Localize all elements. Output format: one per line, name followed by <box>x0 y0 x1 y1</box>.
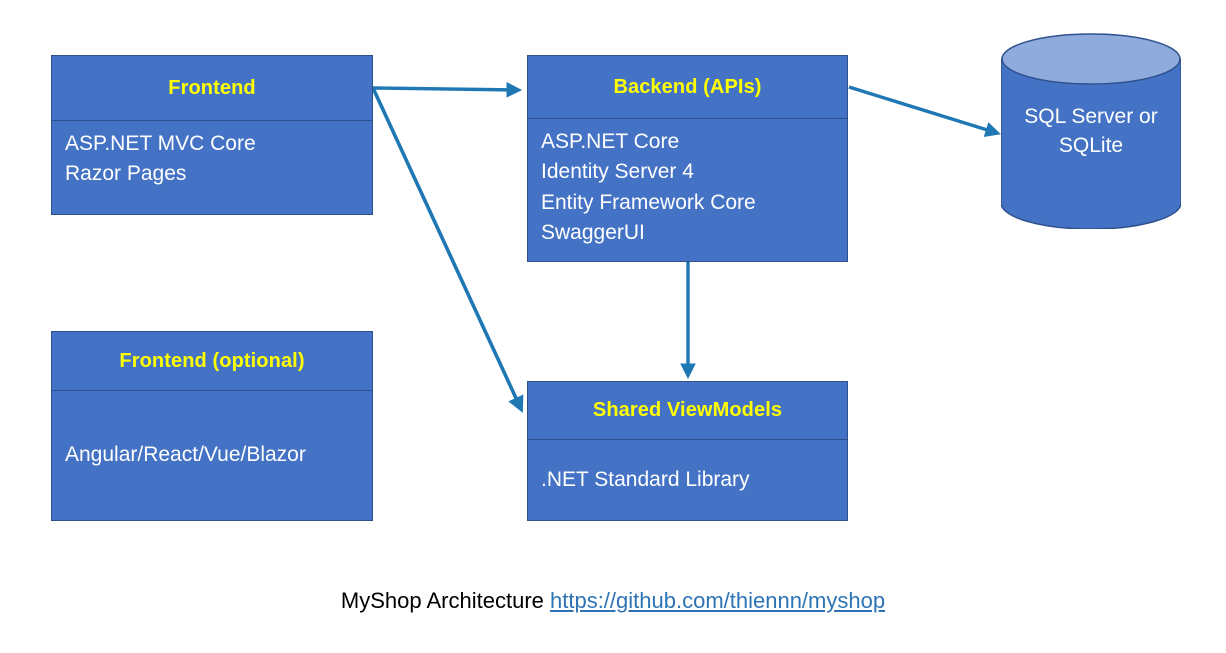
node-frontend-body: ASP.NET MVC Core Razor Pages <box>65 132 256 186</box>
caption: MyShop Architecture https://github.com/t… <box>0 588 1226 614</box>
node-frontend-optional[interactable]: Frontend (optional) Angular/React/Vue/Bl… <box>51 331 373 521</box>
connector-frontend-to-shared <box>371 87 524 413</box>
caption-link[interactable]: https://github.com/thiennn/myshop <box>550 588 886 613</box>
node-backend[interactable]: Backend (APIs) ASP.NET Core Identity Ser… <box>527 55 848 262</box>
database-cylinder-icon <box>1001 33 1181 229</box>
node-frontend-title: Frontend <box>52 56 372 121</box>
node-database[interactable]: SQL Server or SQLite <box>1001 33 1181 229</box>
connector-frontend-to-backend <box>372 82 523 98</box>
connector-backend-to-database <box>848 85 1001 138</box>
node-frontend-optional-body: Angular/React/Vue/Blazor <box>65 443 306 467</box>
node-backend-body: ASP.NET Core Identity Server 4 Entity Fr… <box>541 130 756 245</box>
node-frontend-optional-title: Frontend (optional) <box>52 332 372 391</box>
node-shared-viewmodels-body: .NET Standard Library <box>541 467 750 491</box>
node-shared-viewmodels-title: Shared ViewModels <box>528 382 847 440</box>
node-frontend[interactable]: Frontend ASP.NET MVC Core Razor Pages <box>51 55 373 215</box>
caption-text: MyShop Architecture <box>340 588 550 613</box>
node-shared-viewmodels[interactable]: Shared ViewModels .NET Standard Library <box>527 381 848 521</box>
node-backend-title: Backend (APIs) <box>528 56 847 119</box>
